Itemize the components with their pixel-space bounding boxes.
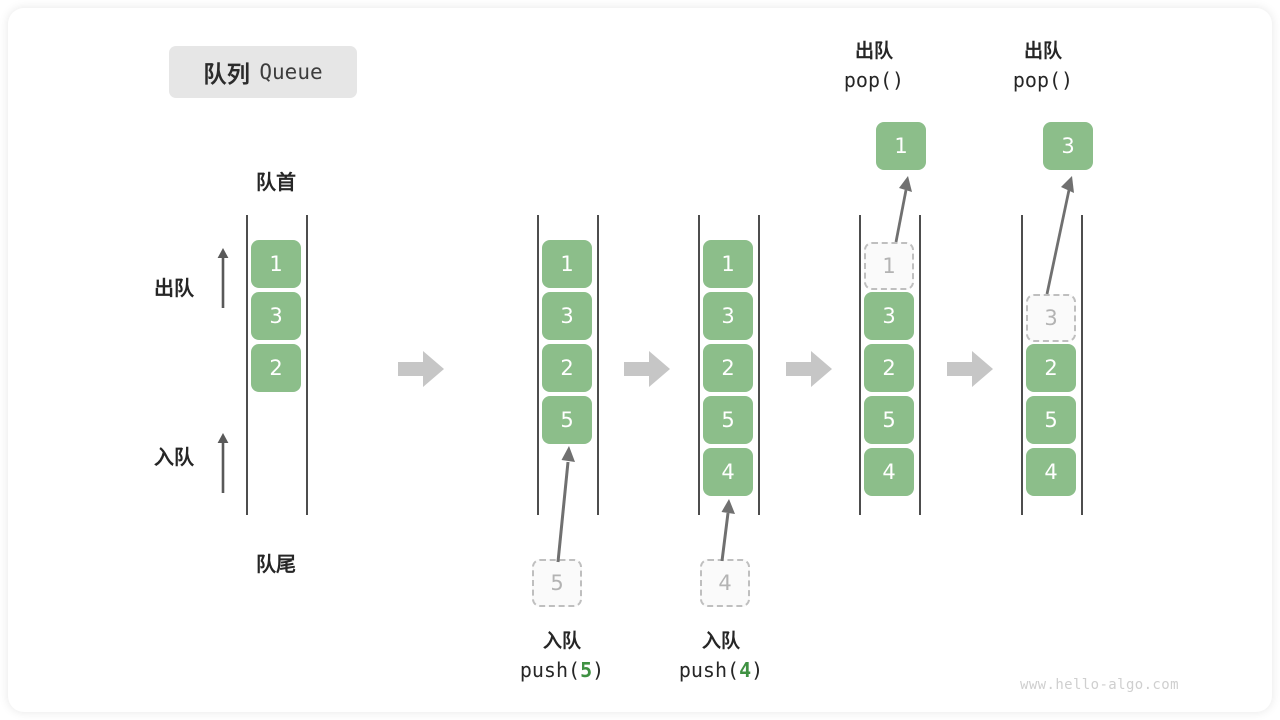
pop-label-5: 出队 pop() <box>983 38 1103 95</box>
title-en: Queue <box>259 60 323 84</box>
queue-cell: 4 <box>1026 448 1076 496</box>
pop-arrow-icon-5 <box>1045 176 1074 295</box>
queue-rear-label: 队尾 <box>256 554 296 576</box>
queue-rail-left-3 <box>698 215 700 515</box>
pop-label-4: 出队 pop() <box>814 38 934 95</box>
pop-label-code-5: pop() <box>1012 67 1074 92</box>
enqueue-label: 入队 <box>154 447 194 469</box>
push-label-2: 入队 push(5) <box>487 628 637 685</box>
queue-cell: 3 <box>542 292 592 340</box>
queue-cell: 5 <box>1026 396 1076 444</box>
queue-cell: 1 <box>251 240 301 288</box>
push-label-code-3: push(4) <box>678 657 764 682</box>
push-label-cn-3: 入队 <box>701 631 740 652</box>
step-arrow-icon-3 <box>786 351 832 387</box>
queue-rail-left-1 <box>246 215 248 515</box>
step-arrow-icon-2 <box>624 351 670 387</box>
queue-cell: 4 <box>703 448 753 496</box>
push-label-code-2: push(5) <box>519 657 605 682</box>
title-cn: 队列 <box>203 61 251 87</box>
queue-cell: 2 <box>542 344 592 392</box>
step-arrow-icon-4 <box>947 351 993 387</box>
queue-cell: 4 <box>864 448 914 496</box>
pop-label-cn-5: 出队 <box>1023 41 1062 62</box>
queue-cell: 2 <box>1026 344 1076 392</box>
queue-cell: 5 <box>542 396 592 444</box>
watermark: www.hello-algo.com <box>1020 677 1179 693</box>
queue-rail-right-4 <box>919 215 921 515</box>
queue-cell: 5 <box>864 396 914 444</box>
queue-rail-left-4 <box>859 215 861 515</box>
queue-rail-right-3 <box>758 215 760 515</box>
popped-cell-5: 3 <box>1043 122 1093 170</box>
queue-rail-right-2 <box>597 215 599 515</box>
dequeue-up-arrow-icon <box>217 248 229 308</box>
step-arrow-icon-1 <box>398 351 444 387</box>
push-arrow-icon-3 <box>720 499 735 562</box>
queue-rail-left-5 <box>1021 215 1023 515</box>
pop-label-cn-4: 出队 <box>854 41 893 62</box>
push-arrow-icon-2 <box>556 446 575 563</box>
pop-arrow-icon-4 <box>894 176 912 243</box>
pop-label-code-4: pop() <box>843 67 905 92</box>
queue-cell: 2 <box>703 344 753 392</box>
ghost-cell-push-3: 4 <box>700 559 750 607</box>
queue-rail-left-2 <box>537 215 539 515</box>
enqueue-up-arrow-icon <box>217 433 229 493</box>
popped-cell-4: 1 <box>876 122 926 170</box>
queue-cell: 3 <box>864 292 914 340</box>
queue-rail-right-5 <box>1081 215 1083 515</box>
queue-rail-right-1 <box>306 215 308 515</box>
queue-front-label: 队首 <box>256 172 296 194</box>
push-label-3: 入队 push(4) <box>643 628 799 685</box>
queue-cell: 1 <box>542 240 592 288</box>
ghost-cell-pop-5: 3 <box>1026 294 1076 342</box>
dequeue-label: 出队 <box>154 278 194 300</box>
ghost-cell-push-2: 5 <box>532 559 582 607</box>
title-badge: 队列 Queue <box>169 46 357 98</box>
push-label-cn-2: 入队 <box>542 631 581 652</box>
queue-cell: 5 <box>703 396 753 444</box>
queue-cell: 2 <box>864 344 914 392</box>
queue-cell: 3 <box>251 292 301 340</box>
queue-cell: 1 <box>703 240 753 288</box>
queue-cell: 2 <box>251 344 301 392</box>
queue-cell: 3 <box>703 292 753 340</box>
ghost-cell-pop-4: 1 <box>864 242 914 290</box>
